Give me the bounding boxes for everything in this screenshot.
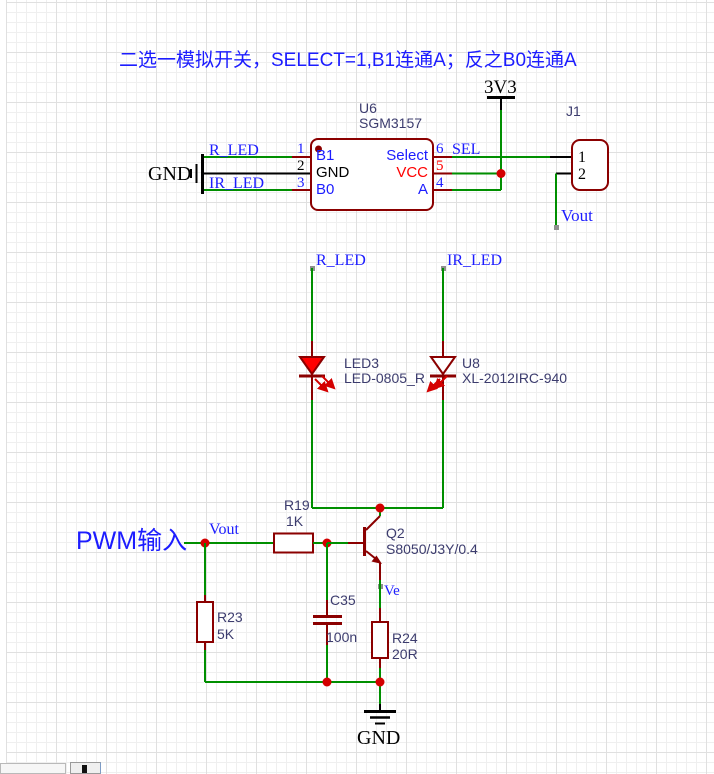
net-label-ve[interactable]: Ve <box>384 583 400 599</box>
chip-u6-symbol[interactable] <box>292 138 452 211</box>
j1-pin-number-1: 1 <box>578 149 586 166</box>
net-label-sel[interactable]: SEL <box>452 141 481 158</box>
handle-glyph-icon <box>82 765 87 773</box>
gnd-symbol-bottom[interactable] <box>364 704 396 725</box>
emitter-arrow <box>371 555 382 564</box>
net-label-vout-pwm[interactable]: Vout <box>209 521 239 538</box>
wire-end-marker <box>554 225 559 230</box>
c35-symbol[interactable] <box>313 543 342 682</box>
u8-part-number[interactable]: XL-2012IRC-940 <box>462 370 568 386</box>
u6-pin-name-b0: B0 <box>316 181 335 198</box>
u6-pin-number-3: 3 <box>297 175 305 191</box>
u6-pin-name-gnd: GND <box>316 164 350 181</box>
junction-vcc <box>496 169 506 178</box>
u6-part-number[interactable]: SGM3157 <box>359 115 423 131</box>
led3-refdes[interactable]: LED3 <box>344 355 380 371</box>
net-label-ir-led[interactable]: IR_LED <box>447 252 503 269</box>
u6-refdes[interactable]: U6 <box>359 100 377 116</box>
pwm-input-annotation: PWM输入 <box>76 527 188 555</box>
r24-value[interactable]: 20R <box>392 646 418 662</box>
junction-collector <box>375 503 385 513</box>
junction-c35 <box>322 677 332 687</box>
junction-gnd <box>375 677 385 687</box>
wire-ir-led-branch[interactable] <box>441 266 446 508</box>
u6-pin-number-2: 2 <box>297 158 305 174</box>
r24-refdes[interactable]: R24 <box>392 630 418 646</box>
connector-j1-symbol[interactable] <box>556 139 609 191</box>
u8-ir-led-symbol[interactable] <box>426 341 457 400</box>
led3-symbol[interactable] <box>298 341 336 400</box>
canvas-resize-handle[interactable] <box>70 762 101 774</box>
c35-value[interactable]: 100n <box>326 629 358 645</box>
net-flag-3v3[interactable]: 3V3 <box>484 77 517 98</box>
j1-refdes[interactable]: J1 <box>566 103 581 119</box>
u6-pin-number-4: 4 <box>436 175 444 191</box>
schematic-title: 二选一模拟开关，SELECT=1,B1连通A；反之B0连通A <box>119 50 577 71</box>
net-label-vout-j1[interactable]: Vout <box>561 206 593 225</box>
r23-symbol[interactable] <box>196 543 214 682</box>
u6-pin-name-vcc: VCC <box>396 164 428 181</box>
u6-pin-number-1: 1 <box>297 141 305 157</box>
gnd-symbol-left[interactable] <box>190 154 204 194</box>
r24-symbol[interactable] <box>371 580 389 682</box>
net-label-r-led[interactable]: R_LED <box>316 252 366 269</box>
u6-pin-name-a: A <box>417 181 428 198</box>
r23-value[interactable]: 5K <box>217 626 235 642</box>
net-flag-gnd-left[interactable]: GND <box>148 163 192 185</box>
net-label-ir-led-chip[interactable]: IR_LED <box>209 175 265 192</box>
q2-part-number[interactable]: S8050/J3Y/0.4 <box>386 541 478 557</box>
c35-refdes[interactable]: C35 <box>330 592 356 608</box>
u6-pin-name-b1: B1 <box>316 147 335 164</box>
u8-refdes[interactable]: U8 <box>462 355 480 371</box>
wire-vout-j1[interactable] <box>554 173 559 231</box>
wire-r-led-branch[interactable] <box>310 266 315 508</box>
pin1-marker-dot <box>315 145 322 153</box>
u6-pin-number-6: 6 <box>436 141 444 157</box>
led3-light-arrows <box>314 375 336 393</box>
net-label-r-led-chip[interactable]: R_LED <box>209 142 259 159</box>
u8-light-arrows <box>426 375 448 393</box>
r19-value[interactable]: 1K <box>286 513 304 529</box>
q2-refdes[interactable]: Q2 <box>386 525 405 541</box>
canvas-left-edge <box>0 0 6 774</box>
r19-refdes[interactable]: R19 <box>284 497 310 513</box>
r23-refdes[interactable]: R23 <box>217 609 243 625</box>
net-flag-gnd-bottom[interactable]: GND <box>357 727 401 749</box>
q2-transistor-symbol[interactable] <box>348 515 382 580</box>
canvas-scroll-corner[interactable] <box>0 763 66 774</box>
wire-bottom-rail[interactable] <box>205 681 381 704</box>
u6-pin-number-5: 5 <box>436 158 444 174</box>
j1-pin-number-2: 2 <box>578 166 586 183</box>
u6-pin-name-select: Select <box>386 147 428 164</box>
r19-symbol[interactable] <box>273 532 327 554</box>
led3-part-number[interactable]: LED-0805_R <box>344 370 425 386</box>
